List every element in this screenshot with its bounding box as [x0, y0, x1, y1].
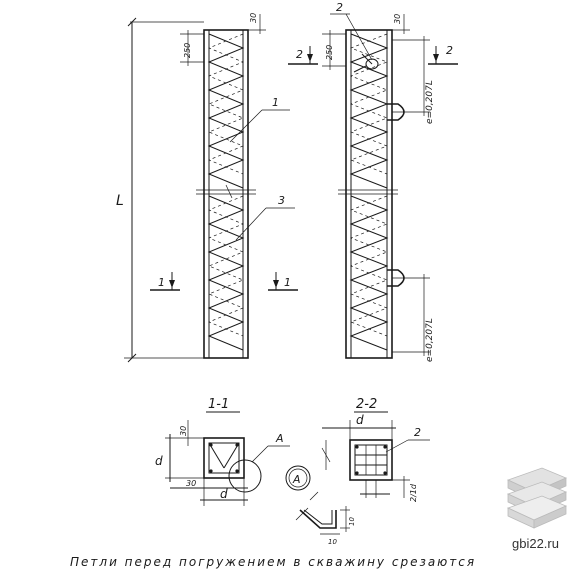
- dim-spacing-lower: e=0,207L: [425, 318, 435, 362]
- cut1-left-label: 1: [158, 276, 165, 289]
- left-elevation: L 30 250 1 3 1 1: [116, 13, 298, 363]
- pos2-label: 2: [336, 1, 343, 14]
- left-spiral-upper: [207, 33, 245, 189]
- dim-depth-label: d: [155, 454, 163, 468]
- section-2-2: 2-2 d 2 2/1d: [321, 397, 430, 502]
- pos1-label: 1: [272, 96, 279, 109]
- dim-loop-offset-left: 250: [183, 43, 192, 58]
- dim-cover-horizontal: 30: [186, 479, 196, 488]
- pos2-right-label: 2: [414, 426, 421, 439]
- dim-width-label: d: [220, 487, 228, 501]
- section-1-1: 1-1 A d 30 30 d: [155, 397, 290, 506]
- dim-spacing-upper: e=0,207L: [425, 80, 435, 124]
- section-1-1-outline: [203, 437, 245, 479]
- dim-2-2-width: d: [356, 413, 364, 427]
- detail-a-marker: [285, 465, 311, 491]
- cut2-right-label: 2: [446, 44, 453, 57]
- section-2-2-outline: [349, 439, 393, 481]
- drawing-caption: Петли перед погружением в скважину среза…: [70, 555, 476, 569]
- dim-overall-length: L: [116, 193, 124, 209]
- detail-a-callout-circle: [228, 459, 262, 493]
- dim-top-cover-left: 30: [249, 13, 258, 23]
- watermark-text: gbi22.ru: [512, 536, 559, 551]
- watermark-logo: [506, 467, 568, 529]
- dim-top-cover-right: 30: [393, 14, 402, 24]
- cut2-left-label: 2: [296, 48, 303, 61]
- cut1-right-label: 1: [284, 276, 291, 289]
- dim-small-10-a: 10: [348, 517, 356, 526]
- dim-cover-vertical: 30: [179, 426, 188, 436]
- bent-bar: [299, 509, 337, 529]
- detail-a: A 10 10: [285, 465, 356, 546]
- dim-loop-offset-right: 250: [325, 45, 334, 60]
- dim-radius: 2/1d: [409, 483, 418, 502]
- top-ring: [365, 58, 379, 70]
- detail-a-label: A: [275, 432, 284, 445]
- pos3-label: 3: [278, 194, 285, 207]
- dim-small-10-b: 10: [328, 538, 337, 546]
- section-2-2-title: 2-2: [356, 397, 377, 412]
- right-elevation: 30 250 e=0,207L e=0,207L 2 2 2: [288, 1, 458, 362]
- detail-a-marker-label: A: [292, 473, 301, 486]
- section-1-1-title: 1-1: [208, 397, 229, 412]
- left-spiral-lower: [207, 195, 245, 351]
